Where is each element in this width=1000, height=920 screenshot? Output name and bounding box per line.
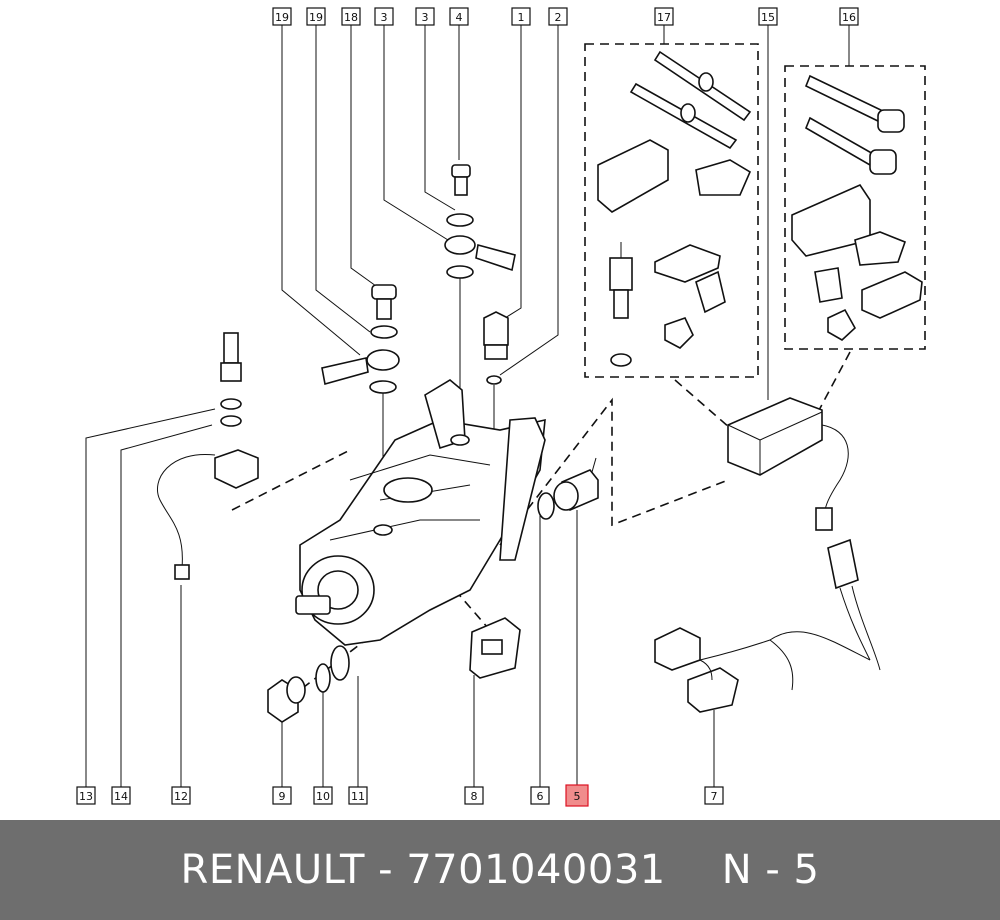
callout-label: 9 — [279, 790, 286, 803]
plug-9 — [267, 676, 306, 723]
callout-15[interactable]: 15 — [758, 7, 778, 26]
callout-label: 11 — [351, 790, 365, 803]
injection-pump-body — [295, 379, 546, 646]
harness-7 — [654, 538, 881, 713]
callout-19a[interactable]: 19 — [272, 7, 292, 26]
kit-17-parts — [597, 50, 752, 367]
kit-17-box — [584, 43, 759, 378]
callout-10[interactable]: 10 — [313, 786, 333, 805]
assembly-lines — [231, 351, 851, 691]
callout-14[interactable]: 14 — [111, 786, 131, 805]
part-info-footer: RENAULT - 7701040031 N - 5 — [0, 820, 1000, 920]
callout-3b[interactable]: 3 — [415, 7, 435, 26]
seal-11 — [330, 645, 350, 681]
callout-label: 10 — [316, 790, 330, 803]
callout-label: 4 — [456, 11, 463, 24]
callout-19b[interactable]: 19 — [306, 7, 326, 26]
callout-label: 18 — [344, 11, 358, 24]
fuel-union-19 — [321, 349, 400, 394]
connector-8 — [469, 617, 521, 679]
callout-label: 7 — [711, 790, 718, 803]
ecu-module-15 — [727, 397, 849, 531]
sensor-13 — [220, 332, 242, 427]
callout-label: 5 — [574, 790, 581, 803]
callout-label: 3 — [422, 11, 429, 24]
callout-label: 16 — [842, 11, 856, 24]
callout-16[interactable]: 16 — [839, 7, 859, 26]
callout-7[interactable]: 7 — [704, 786, 724, 805]
callout-label: 15 — [761, 11, 775, 24]
callout-1[interactable]: 1 — [511, 7, 531, 26]
callout-11[interactable]: 11 — [348, 786, 368, 805]
callout-5-highlighted[interactable]: 5 — [565, 784, 589, 807]
seal-6 — [537, 492, 555, 520]
callout-label: 6 — [537, 790, 544, 803]
callout-label: 19 — [309, 11, 323, 24]
callout-label: 14 — [114, 790, 128, 803]
callout-6[interactable]: 6 — [530, 786, 550, 805]
fitting-14 — [156, 449, 259, 580]
callout-label: 3 — [381, 11, 388, 24]
diagram-reference: N - 5 — [721, 847, 820, 893]
exploded-parts-diagram: 19 19 18 3 3 4 1 2 17 15 16 13 14 12 9 1… — [76, 7, 926, 807]
brand-part-number: RENAULT - 7701040031 — [180, 847, 666, 893]
callout-label: 17 — [657, 11, 671, 24]
callout-label: 2 — [555, 11, 562, 24]
callout-8[interactable]: 8 — [464, 786, 484, 805]
callout-label: 8 — [471, 790, 478, 803]
callout-label: 19 — [275, 11, 289, 24]
callout-18[interactable]: 18 — [341, 7, 361, 26]
banjo-bolt-18 — [370, 284, 398, 339]
callout-label: 1 — [518, 11, 525, 24]
callout-13[interactable]: 13 — [76, 786, 96, 805]
washers-3 — [444, 213, 516, 279]
kit-16-parts — [791, 74, 923, 341]
banjo-bolt-4 — [451, 164, 471, 196]
callout-4[interactable]: 4 — [449, 7, 469, 26]
callout-2[interactable]: 2 — [548, 7, 568, 26]
sensor-1 — [483, 311, 509, 385]
callout-3a[interactable]: 3 — [374, 7, 394, 26]
callout-12[interactable]: 12 — [171, 786, 191, 805]
leader-lines — [85, 25, 850, 787]
callout-label: 13 — [79, 790, 93, 803]
callout-17[interactable]: 17 — [654, 7, 674, 26]
callout-9[interactable]: 9 — [272, 786, 292, 805]
callout-label: 12 — [174, 790, 188, 803]
seal-10 — [315, 663, 331, 693]
solenoid-5 — [553, 457, 599, 511]
